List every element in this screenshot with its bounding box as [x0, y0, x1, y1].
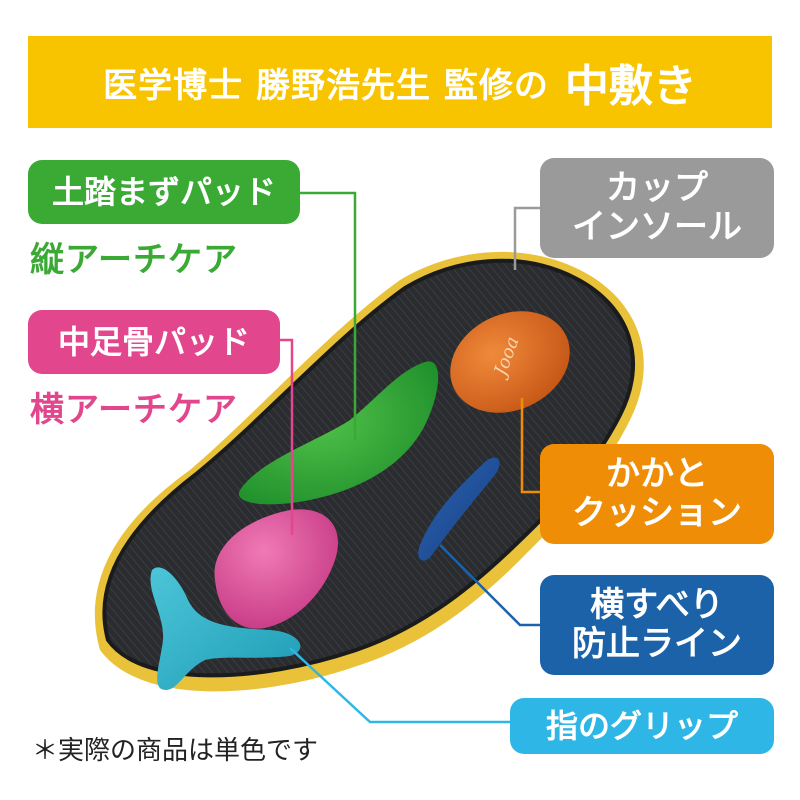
label-slip-line: 横すべり 防止ライン — [540, 575, 774, 675]
label-cup-insole: カップ インソール — [540, 158, 774, 258]
label-arch-pad-text: 土踏まずパッド — [51, 172, 276, 211]
leader-line-metatarsal — [280, 338, 294, 535]
label-heel-cushion: かかと クッション — [540, 444, 774, 544]
label-cup-line2: インソール — [572, 207, 742, 247]
leader-line-arch — [300, 191, 357, 440]
arch-pad-green — [238, 361, 439, 505]
label-toe-grip: 指のグリップ — [510, 698, 774, 754]
metatarsal-pad-pink — [214, 509, 338, 629]
label-metatarsal-pad-text: 中足骨パッド — [57, 322, 250, 361]
label-arch-pad: 土踏まずパッド — [28, 160, 300, 224]
sub-yoko-arch: 横アーチケア — [30, 390, 238, 430]
label-metatarsal-pad: 中足骨パッド — [28, 310, 280, 374]
title-banner: 医学博士 勝野浩先生 監修の 中敷き — [28, 36, 772, 128]
banner-title: 医学博士 勝野浩先生 監修の — [103, 65, 549, 106]
banner-title-emphasis: 中敷き — [564, 61, 697, 112]
footnote: ＊実際の商品は単色です — [32, 736, 319, 766]
toe-grip-cyan — [150, 567, 301, 690]
leader-line-cup — [513, 206, 540, 270]
sub-tate-arch: 縦アーチケア — [30, 240, 238, 280]
heel-cushion-orange — [450, 311, 570, 413]
insole-inner-edge — [102, 258, 635, 678]
label-heel-line1: かかと — [606, 453, 708, 494]
slip-line-blue — [418, 457, 500, 561]
leader-line-slip — [439, 544, 542, 627]
label-toe-grip-text: 指のグリップ — [545, 706, 738, 745]
leader-line-heel — [520, 398, 540, 494]
label-cup-line1: カップ — [606, 167, 708, 208]
label-slip-line1: 横すべり — [590, 584, 724, 625]
leader-line-toe — [289, 647, 510, 724]
label-heel-line2: クッション — [572, 493, 742, 533]
label-slip-line2: 防止ライン — [572, 624, 742, 664]
